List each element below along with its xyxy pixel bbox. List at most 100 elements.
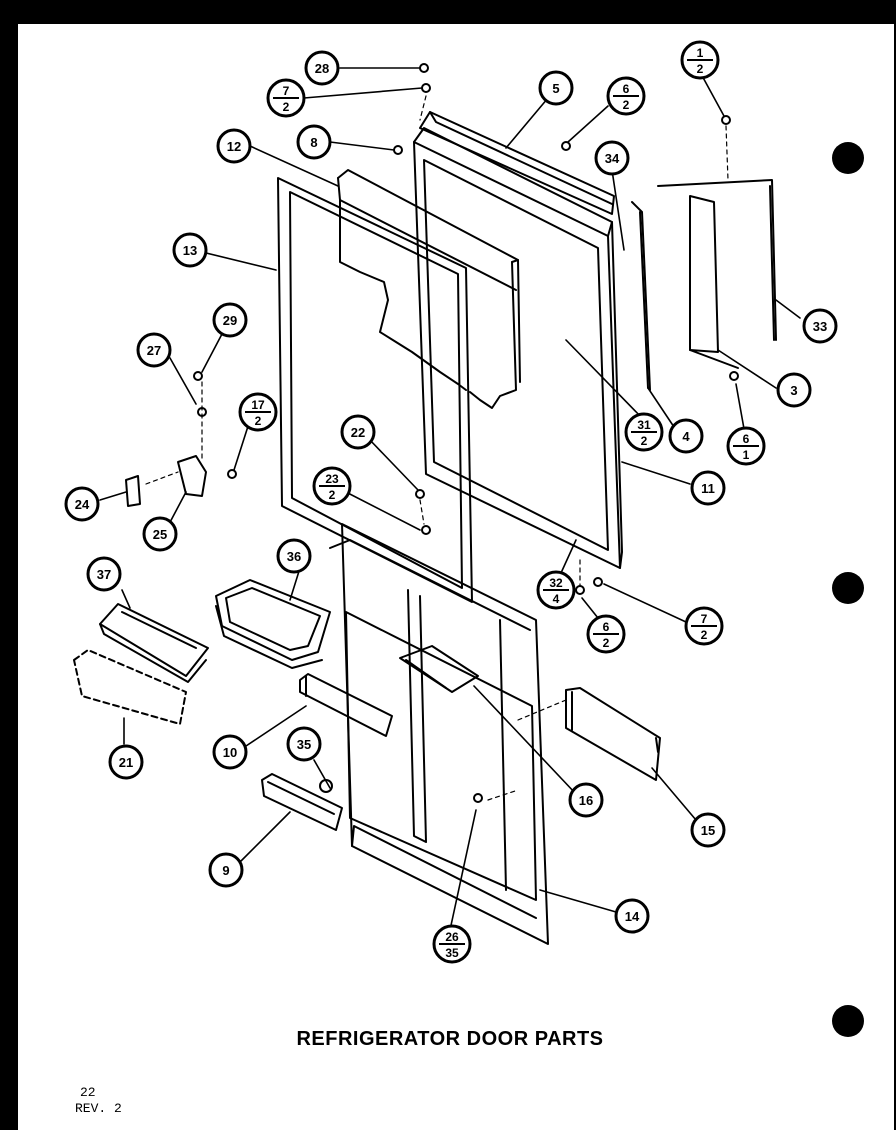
side-strip [631, 201, 651, 391]
callout-number: 34 [605, 151, 620, 166]
callout-28: 28 [304, 50, 340, 86]
callout-33: 33 [802, 308, 838, 344]
page-number: 22 [80, 1085, 96, 1100]
callout-number: 9 [222, 863, 229, 878]
callout-27: 27 [136, 332, 172, 368]
screw [593, 577, 603, 587]
bar-retainer [399, 645, 479, 693]
callout-numerator: 7 [283, 84, 290, 98]
callout-number: 28 [315, 61, 329, 76]
callout-number: 4 [682, 429, 690, 444]
door-top-cap [419, 111, 615, 215]
door-gasket [277, 177, 473, 603]
callout-14: 14 [614, 898, 650, 934]
screw [421, 83, 431, 93]
callout-number: 27 [147, 343, 161, 358]
side-strip-edge [639, 211, 649, 389]
callout-numerator: 23 [325, 472, 339, 486]
callout-4: 4 [668, 418, 704, 454]
door-shelf-small [299, 673, 393, 737]
callout-1-2: 12 [680, 40, 720, 80]
leader-lines [99, 67, 801, 931]
assembly-guides [145, 95, 729, 801]
callout-number: 21 [119, 755, 133, 770]
callout-denominator: 2 [641, 434, 648, 448]
callout-24: 24 [64, 486, 100, 522]
screw [393, 145, 403, 155]
callout-16: 16 [568, 782, 604, 818]
callout-8: 8 [296, 124, 332, 160]
door-shelf-rail [565, 687, 661, 781]
callout-numerator: 32 [549, 576, 563, 590]
callout-31-2: 312 [624, 412, 664, 452]
screw [421, 525, 431, 535]
callout-5: 5 [538, 70, 574, 106]
callout-23-2: 232 [312, 466, 352, 506]
binder-hole-top [832, 142, 864, 174]
callout-32-4: 324 [536, 570, 576, 610]
callout-number: 13 [183, 243, 197, 258]
callout-denominator: 2 [329, 488, 336, 502]
callout-number: 3 [790, 383, 797, 398]
callout-denominator: 2 [701, 628, 708, 642]
callout-36: 36 [276, 538, 312, 574]
callout-15: 15 [690, 812, 726, 848]
callout-numerator: 17 [251, 398, 265, 412]
storage-bowl [215, 579, 331, 669]
callout-3: 3 [776, 372, 812, 408]
callout-number: 15 [701, 823, 715, 838]
callout-number: 29 [223, 313, 237, 328]
callout-denominator: 2 [697, 62, 704, 76]
callout-number: 33 [813, 319, 827, 334]
screw [561, 141, 571, 151]
callout-number: 35 [297, 737, 311, 752]
revision-label: REV. 2 [75, 1101, 122, 1116]
callout-number: 36 [287, 549, 301, 564]
callout-number: 10 [223, 745, 237, 760]
hinge-bracket [657, 179, 777, 369]
dairy-door-cover [73, 649, 187, 725]
door-shelf-bottom [261, 773, 343, 831]
screw [473, 793, 483, 803]
inner-door-liner [337, 169, 521, 409]
callout-6-2a: 62 [606, 76, 646, 116]
diagram-title: REFRIGERATOR DOOR PARTS [296, 1028, 604, 1050]
callout-11: 11 [690, 470, 726, 506]
callout-21: 21 [108, 744, 144, 780]
callout-denominator: 2 [623, 98, 630, 112]
callout-denominator: 2 [283, 100, 290, 114]
callout-7-2b: 72 [684, 606, 724, 646]
callout-number: 14 [625, 909, 640, 924]
callout-22: 22 [340, 414, 376, 450]
callout-number: 37 [97, 567, 111, 582]
callout-9: 9 [208, 852, 244, 888]
callout-35: 35 [286, 726, 322, 762]
screw [729, 371, 739, 381]
lower-hinge [125, 455, 207, 507]
screw [419, 63, 429, 73]
callout-denominator: 4 [553, 592, 560, 606]
outer-door-panel [413, 127, 623, 569]
callout-denominator: 1 [743, 448, 750, 462]
callout-12: 12 [216, 128, 252, 164]
screw [227, 469, 237, 479]
callout-10: 10 [212, 734, 248, 770]
screw [193, 371, 203, 381]
callout-number: 5 [552, 81, 559, 96]
callout-25: 25 [142, 516, 178, 552]
callout-34: 34 [594, 140, 630, 176]
screw [575, 585, 585, 595]
callout-numerator: 1 [697, 46, 704, 60]
callout-number: 25 [153, 527, 167, 542]
callout-denominator: 2 [255, 414, 262, 428]
callout-37: 37 [86, 556, 122, 592]
screw [721, 115, 731, 125]
callout-numerator: 6 [603, 620, 610, 634]
callout-13: 13 [172, 232, 208, 268]
callout-number: 12 [227, 139, 241, 154]
callout-number: 11 [701, 481, 715, 496]
